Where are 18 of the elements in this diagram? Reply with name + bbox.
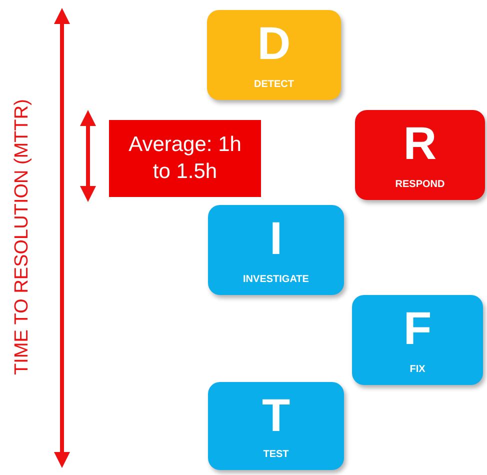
note-text: Average: 1h to 1.5h bbox=[128, 132, 242, 184]
step-box bbox=[207, 10, 341, 100]
axis-label: TIME TO RESOLUTION (MTTR) bbox=[12, 99, 32, 375]
step-letter: F bbox=[403, 305, 432, 351]
note-box bbox=[109, 120, 261, 197]
step-box bbox=[208, 205, 344, 295]
step-letter: R bbox=[403, 120, 437, 166]
step-name: FIX bbox=[410, 365, 426, 375]
step-name: DETECT bbox=[254, 80, 294, 90]
step-letter: T bbox=[262, 392, 290, 438]
step-box bbox=[355, 110, 485, 200]
step-box bbox=[352, 295, 483, 385]
step-letter: D bbox=[257, 20, 291, 66]
step-letter: I bbox=[270, 215, 282, 261]
step-box bbox=[208, 382, 344, 470]
step-name: RESPOND bbox=[395, 180, 445, 190]
step-name: INVESTIGATE bbox=[243, 275, 309, 285]
step-name: TEST bbox=[263, 450, 289, 460]
